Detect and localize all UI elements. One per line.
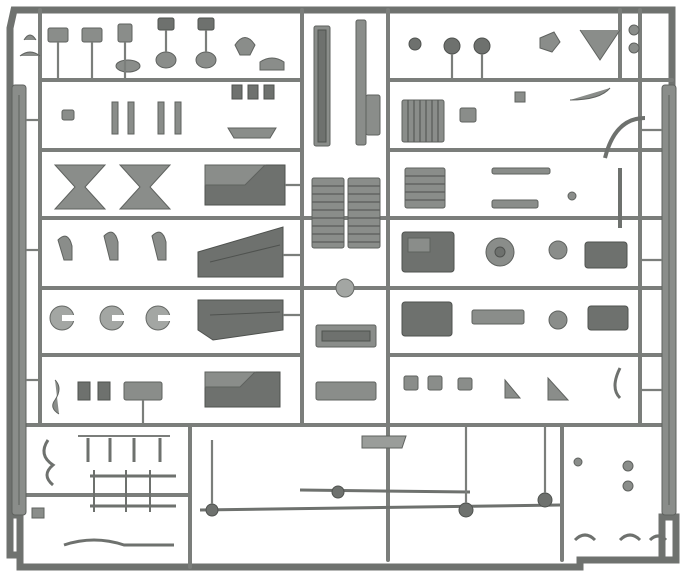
runner-grid bbox=[18, 8, 674, 569]
small-parts-row6-right bbox=[403, 367, 622, 401]
rods-bottom-left bbox=[31, 435, 176, 547]
bracket-row5 bbox=[471, 305, 629, 331]
hooks-bottom-right bbox=[573, 457, 668, 542]
tray-parts-center bbox=[315, 324, 377, 401]
round-hub-center bbox=[335, 278, 355, 298]
shaft-part-row3-right bbox=[491, 167, 577, 209]
hook-parts-row4 bbox=[57, 231, 167, 261]
side-rail-left bbox=[11, 84, 40, 516]
small-brackets-top-left bbox=[19, 17, 285, 80]
side-rail-right bbox=[640, 84, 677, 516]
pedal-parts-row6 bbox=[52, 379, 163, 425]
engine-block-row4 bbox=[401, 231, 455, 273]
radiator-lower bbox=[404, 167, 446, 209]
disc-row4-right bbox=[548, 240, 568, 260]
engine-block-row5 bbox=[401, 301, 453, 337]
box-part-row4-right bbox=[584, 241, 628, 269]
wedge-panel-upper bbox=[204, 164, 302, 206]
small-block-row2-right bbox=[459, 87, 611, 123]
maker-logo-tag bbox=[361, 435, 407, 449]
ribbed-grille-right bbox=[347, 177, 381, 249]
ball-parts-top-right bbox=[408, 24, 640, 80]
lever-parts-row2 bbox=[61, 84, 277, 139]
wheel-hub-row4 bbox=[485, 237, 515, 267]
disc-parts-row5 bbox=[49, 305, 171, 331]
long-axle-bottom bbox=[199, 425, 561, 518]
wedge-panel-bottom bbox=[204, 371, 281, 408]
curved-pipe-right bbox=[603, 116, 646, 228]
spool-parts-row3 bbox=[53, 164, 172, 210]
tall-panel-top-center bbox=[313, 19, 381, 147]
radiator-upper bbox=[401, 99, 445, 143]
wedge-panel-middle bbox=[197, 226, 302, 278]
wedge-panel-lower bbox=[197, 299, 302, 341]
ribbed-grille-left bbox=[311, 177, 345, 249]
